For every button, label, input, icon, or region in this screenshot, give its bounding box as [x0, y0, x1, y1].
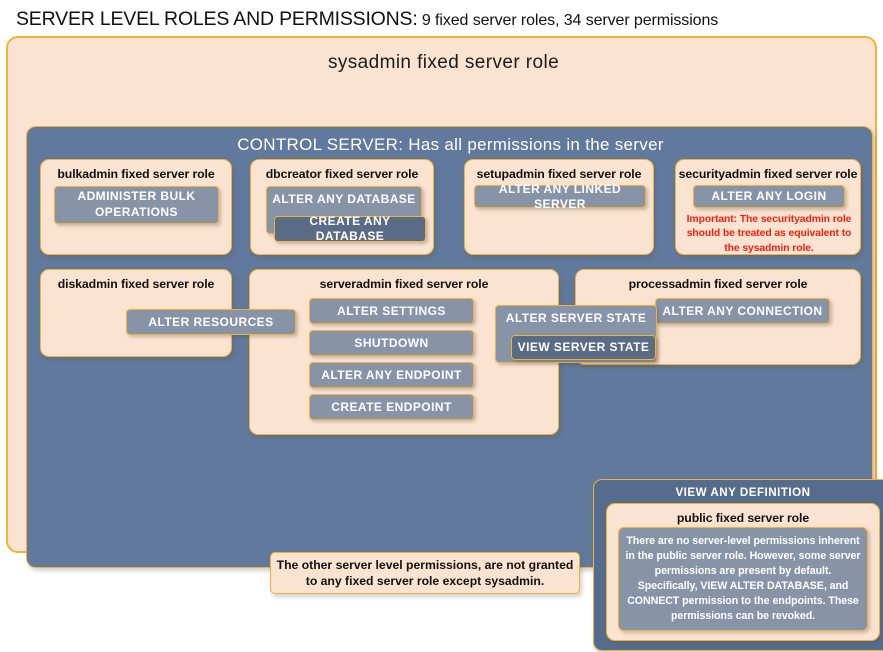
permission-alter-any-login[interactable]: ALTER ANY LOGIN: [693, 185, 845, 208]
page-title: SERVER LEVEL ROLES AND PERMISSIONS: 9 fi…: [16, 8, 876, 34]
permission-shutdown[interactable]: SHUTDOWN: [309, 330, 474, 356]
role-title-public: public fixed server role: [676, 511, 810, 525]
role-card-serveradmin[interactable]: serveradmin fixed server role ALTER SETT…: [249, 269, 559, 435]
permission-create-endpoint[interactable]: CREATE ENDPOINT: [309, 394, 474, 420]
permission-view-server-state[interactable]: VIEW SERVER STATE: [511, 335, 656, 360]
page-title-main: SERVER LEVEL ROLES AND PERMISSIONS:: [16, 8, 418, 30]
role-card-bulkadmin[interactable]: bulkadmin fixed server role ADMINISTER B…: [40, 159, 232, 255]
page-title-sub: 9 fixed server roles, 34 server permissi…: [417, 12, 719, 29]
role-title-serveradmin: serveradmin fixed server role: [319, 277, 489, 291]
permission-alter-resources[interactable]: ALTER RESOURCES: [126, 309, 296, 335]
role-title-bulkadmin: bulkadmin fixed server role: [57, 167, 215, 181]
permission-alter-settings[interactable]: ALTER SETTINGS: [309, 298, 474, 324]
role-title-diskadmin: diskadmin fixed server role: [57, 277, 215, 291]
role-title-dbcreator: dbcreator fixed server role: [265, 167, 419, 181]
other-permissions-note: The other server level permissions, are …: [270, 552, 580, 594]
sql-server-version-label: SQL Server 2017: [57, 638, 157, 652]
control-server-label: CONTROL SERVER: Has all permissions in t…: [237, 135, 664, 154]
permission-administer-bulk-operations[interactable]: ADMINISTER BULK OPERATIONS: [54, 186, 219, 224]
permission-alter-any-linked-server[interactable]: ALTER ANY LINKED SERVER: [474, 182, 646, 211]
permission-alter-any-endpoint[interactable]: ALTER ANY ENDPOINT: [309, 362, 474, 388]
role-card-setupadmin[interactable]: setupadmin fixed server role ALTER ANY L…: [464, 159, 654, 255]
permission-alter-any-connection[interactable]: ALTER ANY CONNECTION: [655, 298, 830, 324]
view-any-definition-panel[interactable]: VIEW ANY DEFINITION public fixed server …: [593, 479, 883, 651]
role-card-dbcreator[interactable]: dbcreator fixed server role ALTER ANY DA…: [250, 159, 434, 255]
role-title-processadmin: processadmin fixed server role: [628, 277, 808, 291]
role-card-securityadmin[interactable]: securityadmin fixed server role ALTER AN…: [675, 159, 861, 255]
securityadmin-warning-note: Important: The securityadmin role should…: [686, 214, 852, 254]
sysadmin-role-label: sysadmin fixed server role: [327, 52, 560, 73]
role-title-securityadmin: securityadmin fixed server role: [678, 167, 858, 181]
sysadmin-role-panel: sysadmin fixed server role CONTROL SERVE…: [6, 36, 883, 652]
public-role-note: There are no server-level permissions in…: [618, 527, 868, 631]
role-title-setupadmin: setupadmin fixed server role: [476, 167, 642, 181]
permission-create-any-database[interactable]: CREATE ANY DATABASE: [274, 214, 426, 243]
permission-view-any-definition: VIEW ANY DEFINITION: [675, 486, 811, 499]
control-server-panel: CONTROL SERVER: Has all permissions in t…: [26, 126, 883, 652]
